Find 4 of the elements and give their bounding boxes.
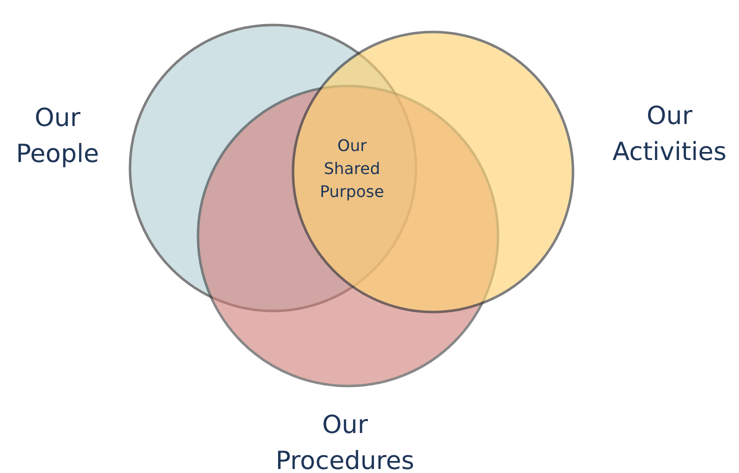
- circle-label: Our People: [14, 102, 100, 170]
- circle-label: Our Procedures: [274, 409, 416, 473]
- circle-label: Our Activities: [611, 100, 728, 168]
- center-label: Our Shared Purpose: [318, 135, 386, 203]
